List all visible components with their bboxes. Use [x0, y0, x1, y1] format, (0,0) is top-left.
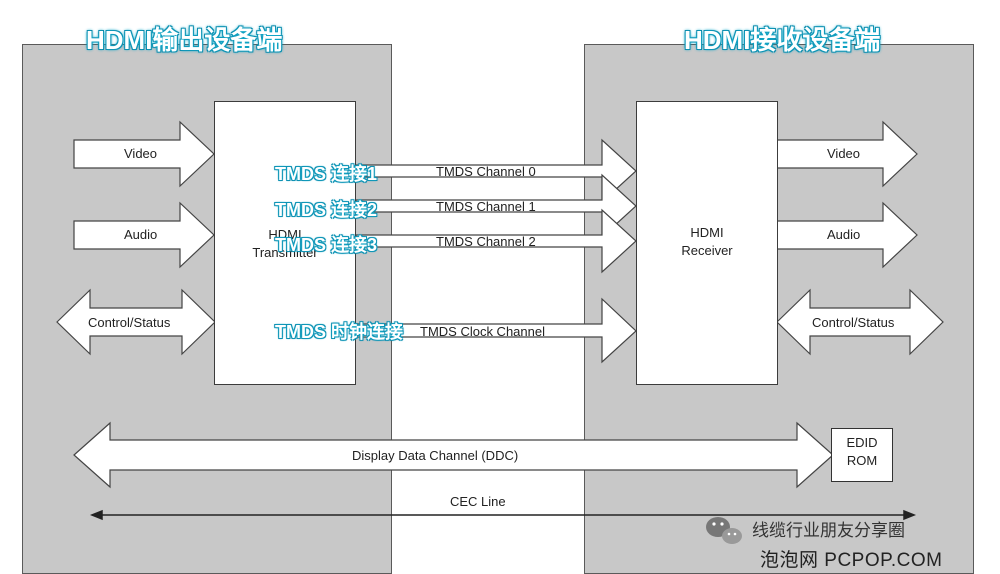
hdmi-receiver: HDMI Receiver [636, 101, 778, 385]
tmds-channel-1-arrow [355, 173, 637, 239]
audio-in-arrow [73, 201, 215, 269]
edid-rom: EDID ROM [831, 428, 893, 482]
tmds-channel-2-arrow [355, 208, 637, 274]
tmds-link-3-annotation: TMDS 连接3 [275, 235, 378, 255]
right-audio-label: Audio [827, 227, 861, 242]
right-video-label: Video [827, 146, 861, 161]
video-out-arrow [776, 120, 918, 188]
sink-title: HDMI接收设备端 [684, 25, 881, 55]
transmitter-label-line2: Transmitter [252, 245, 318, 260]
tmds-channel-1-label: TMDS Channel 1 [436, 199, 536, 214]
edid-label-line1: EDID [846, 435, 878, 450]
source-title: HDMI输出设备端 [86, 25, 283, 55]
left-audio-label: Audio [124, 227, 158, 242]
tmds-channel-0-arrow [355, 138, 637, 204]
control-right-arrow [776, 288, 944, 356]
audio-out-arrow [776, 201, 918, 269]
tmds-link-1-annotation: TMDS 连接1 [275, 164, 378, 184]
tmds-channel-2-label: TMDS Channel 2 [436, 234, 536, 249]
tmds-clock-label: TMDS Clock Channel [420, 324, 545, 339]
tmds-link-2-annotation: TMDS 连接2 [275, 200, 378, 220]
cec-label: CEC Line [450, 494, 506, 509]
receiver-label-line1: HDMI [690, 225, 724, 240]
watermark-site: 泡泡网 PCPOP.COM [760, 550, 943, 571]
ddc-label: Display Data Channel (DDC) [352, 448, 519, 463]
left-control-label: Control/Status [88, 315, 171, 330]
edid-label-line2: ROM [846, 453, 878, 468]
transmitter-label-line1: HDMI [268, 227, 302, 242]
right-control-label: Control/Status [812, 315, 895, 330]
hdmi-transmitter: HDMI Transmitter [214, 101, 356, 385]
receiver-label-line2: Receiver [681, 243, 733, 258]
tmds-channel-0-label: TMDS Channel 0 [436, 164, 536, 179]
watermark-text: 线缆行业朋友分享圈 [752, 521, 905, 540]
tmds-clock-arrow [355, 297, 637, 364]
video-in-arrow [73, 120, 215, 188]
tmds-clock-annotation: TMDS 时钟连接 [275, 322, 403, 342]
left-video-label: Video [124, 146, 158, 161]
